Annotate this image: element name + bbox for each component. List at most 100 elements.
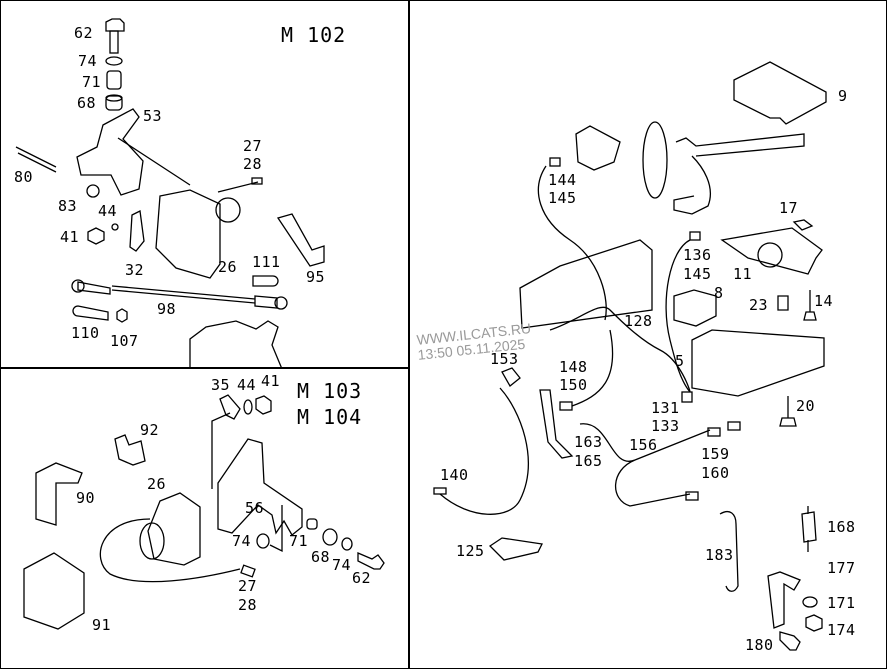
- callout-183[interactable]: 183: [705, 546, 734, 564]
- nut-174-icon: [805, 614, 823, 632]
- callout-71[interactable]: 71: [82, 73, 102, 91]
- callout-8[interactable]: 8: [714, 284, 724, 302]
- callout-74[interactable]: 74: [78, 52, 98, 70]
- sensor-153-icon: [501, 367, 521, 387]
- combination-switch-icon: [673, 133, 805, 215]
- callout-41[interactable]: 41: [261, 372, 281, 390]
- callout-98[interactable]: 98: [157, 300, 177, 318]
- callout-5[interactable]: 5: [675, 352, 685, 370]
- callout-163[interactable]: 163: [574, 433, 603, 451]
- callout-44[interactable]: 44: [237, 376, 257, 394]
- actuator-26-icon: [155, 177, 263, 279]
- callout-80[interactable]: 80: [14, 168, 34, 186]
- callout-56[interactable]: 56: [245, 499, 265, 517]
- bracket-90-icon: [35, 462, 83, 526]
- callout-44[interactable]: 44: [98, 202, 118, 220]
- harness-parts-drawing: [433, 61, 827, 651]
- callout-26[interactable]: 26: [218, 258, 238, 276]
- callout-150[interactable]: 150: [559, 376, 588, 394]
- callout-27[interactable]: 27: [238, 577, 258, 595]
- callout-17[interactable]: 17: [779, 199, 799, 217]
- callout-180[interactable]: 180: [745, 636, 774, 654]
- callout-110[interactable]: 110: [71, 324, 100, 342]
- callout-174[interactable]: 174: [827, 621, 856, 639]
- callout-145b[interactable]: 145: [683, 265, 712, 283]
- callout-177[interactable]: 177: [827, 559, 856, 577]
- bracket-177-icon: [767, 571, 801, 629]
- callout-83[interactable]: 83: [58, 197, 78, 215]
- callout-131[interactable]: 131: [651, 399, 680, 417]
- callout-91[interactable]: 91: [92, 616, 112, 634]
- bracket-125-icon: [488, 537, 543, 561]
- callout-125[interactable]: 125: [456, 542, 485, 560]
- callout-71[interactable]: 71: [289, 532, 309, 550]
- callout-74b[interactable]: 74: [332, 556, 352, 574]
- clip-92-icon: [114, 434, 146, 466]
- panel-m102: M 102 62 74 71 68 53 80 27 28 83 44 41 3…: [0, 0, 410, 369]
- bushing-68-icon: [105, 94, 123, 111]
- callout-28[interactable]: 28: [243, 155, 263, 173]
- callout-148[interactable]: 148: [559, 358, 588, 376]
- harness-cable-icon: [99, 518, 241, 583]
- callout-9[interactable]: 9: [838, 87, 848, 105]
- grommet-171-icon: [802, 596, 818, 608]
- callout-156[interactable]: 156: [629, 436, 658, 454]
- callout-128[interactable]: 128: [624, 312, 653, 330]
- callout-11[interactable]: 11: [733, 265, 753, 283]
- callout-27[interactable]: 27: [243, 137, 263, 155]
- spacer-71b-icon: [306, 518, 318, 530]
- screw-20-icon: [779, 396, 797, 427]
- callout-168[interactable]: 168: [827, 518, 856, 536]
- housing-box-icon: [519, 239, 653, 329]
- callout-32[interactable]: 32: [125, 261, 145, 279]
- connector-144-145-icon: [549, 157, 561, 167]
- callout-74[interactable]: 74: [232, 532, 252, 550]
- callout-35[interactable]: 35: [211, 376, 231, 394]
- callout-68[interactable]: 68: [311, 548, 331, 566]
- callout-92[interactable]: 92: [140, 421, 160, 439]
- sensor-140-harness: [537, 165, 607, 321]
- callout-136[interactable]: 136: [683, 246, 712, 264]
- callout-26[interactable]: 26: [147, 475, 167, 493]
- callout-153[interactable]: 153: [490, 350, 519, 368]
- callout-14[interactable]: 14: [814, 292, 834, 310]
- wire-140-icon: [439, 387, 529, 515]
- callout-171[interactable]: 171: [827, 594, 856, 612]
- vacuum-line-183-icon: [719, 510, 739, 592]
- bushing-68b-icon: [322, 528, 338, 546]
- connector-140-icon: [433, 487, 447, 495]
- callout-68[interactable]: 68: [77, 94, 97, 112]
- washer-44b-icon: [243, 399, 253, 415]
- callout-140[interactable]: 140: [440, 466, 469, 484]
- callout-53[interactable]: 53: [143, 107, 163, 125]
- callout-107[interactable]: 107: [110, 332, 139, 350]
- callout-41[interactable]: 41: [60, 228, 80, 246]
- bracket-53-icon: [76, 108, 144, 196]
- callout-20[interactable]: 20: [796, 397, 816, 415]
- bolt-62b-icon: [357, 552, 385, 570]
- ball-socket-111-icon: [252, 275, 279, 287]
- panel-wiring-harness: 9 144 145 17 136 145 11 8 23 14 128 153 …: [410, 0, 885, 669]
- callout-160[interactable]: 160: [701, 464, 730, 482]
- callout-23[interactable]: 23: [749, 296, 769, 314]
- connector-27-28-icon: [240, 564, 256, 578]
- washer-74-icon: [105, 56, 123, 66]
- bolt-62-icon: [105, 18, 125, 54]
- callout-145[interactable]: 145: [548, 189, 577, 207]
- callout-28[interactable]: 28: [238, 596, 258, 614]
- callout-144[interactable]: 144: [548, 171, 577, 189]
- callout-111[interactable]: 111: [252, 253, 281, 271]
- callout-95[interactable]: 95: [306, 268, 326, 286]
- callout-62[interactable]: 62: [74, 24, 94, 42]
- callout-159[interactable]: 159: [701, 445, 730, 463]
- callout-62[interactable]: 62: [352, 569, 372, 587]
- nut-41b-icon: [255, 395, 272, 415]
- ball-socket-110-icon: [72, 305, 109, 321]
- rod-98-icon: [71, 279, 288, 310]
- callout-165[interactable]: 165: [574, 452, 603, 470]
- bracket-35-icon: [219, 394, 241, 420]
- m102-parts-drawing: [15, 18, 325, 369]
- callout-133[interactable]: 133: [651, 417, 680, 435]
- callout-90[interactable]: 90: [76, 489, 96, 507]
- nut-107-icon: [116, 308, 128, 323]
